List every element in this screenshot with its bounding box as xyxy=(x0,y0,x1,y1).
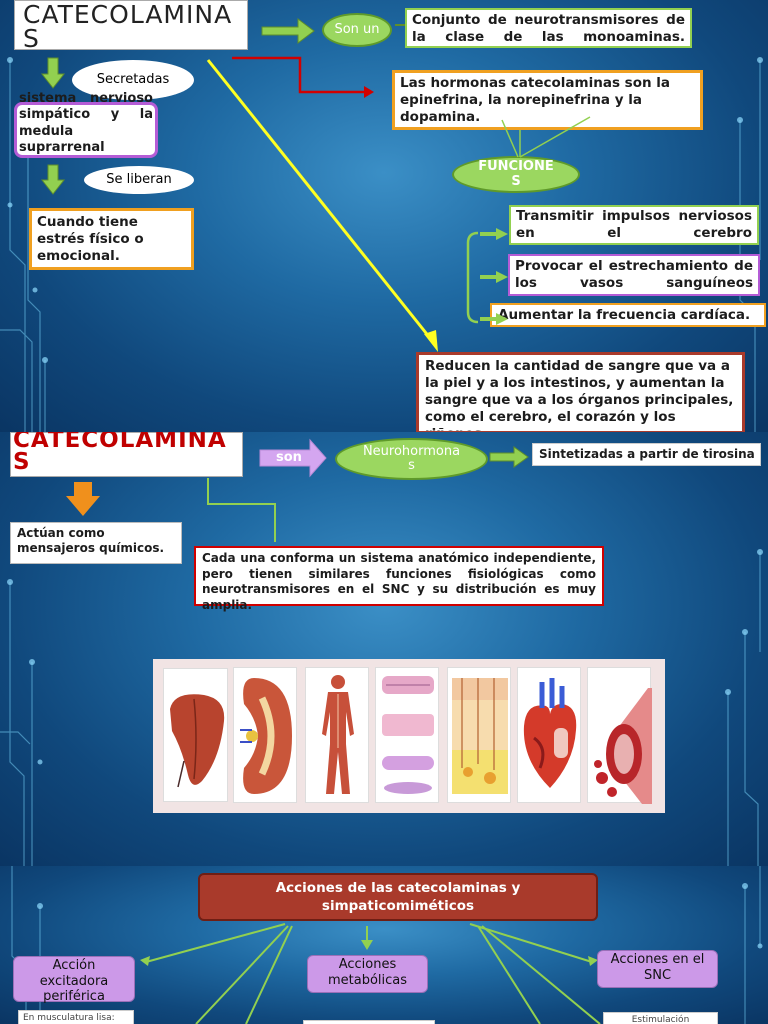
sub-box-estimulacion: Estimulación xyxy=(603,1012,718,1024)
kidney-icon xyxy=(240,678,292,794)
sistema-box: Cada una conforma un sistema anatómico i… xyxy=(194,546,604,612)
son-un-oval: Son un xyxy=(322,13,392,47)
actions-title-box: Acciones de las catecolaminas y simpatic… xyxy=(198,873,598,921)
function-1-box: Transmitir impulsos nerviosos en el cere… xyxy=(509,205,759,245)
mensajeros-box: Actúan como mensajeros químicos. xyxy=(10,522,182,564)
arrow-neuro-to-tirosina xyxy=(489,446,529,468)
source-box: sistema nervioso simpático y la medula s… xyxy=(14,91,158,158)
blood-vessel-icon xyxy=(594,688,652,804)
title-text: CATECOLAMINAS xyxy=(23,0,233,50)
arrow-source-to-se-liberan xyxy=(40,164,66,195)
function-3-box: Aumentar la frecuencia cardíaca. xyxy=(490,303,766,327)
action-snc-box: Acciones en el SNC xyxy=(597,950,718,988)
slide-2: CATECOLAMINAS son Neurohormonas Sintetiz… xyxy=(0,432,768,866)
organ-image-heart xyxy=(517,667,581,803)
title-box: CATECOLAMINAS xyxy=(14,0,248,50)
hormones-box: Las hormonas catecolaminas son la epinef… xyxy=(392,70,703,130)
sub-box-middle xyxy=(303,1020,435,1024)
skin-layers-icon xyxy=(452,678,508,794)
neurohormonas-oval: Neurohormonas xyxy=(335,438,488,480)
orange-down-arrow xyxy=(66,482,100,516)
heart-icon xyxy=(523,678,577,788)
organ-image-muscle-cells xyxy=(375,667,439,803)
definition-box: Conjunto de neurotransmisores de la clas… xyxy=(405,8,692,48)
action-metabolicas-box: Acciones metabólicas xyxy=(307,955,428,993)
organs-image-panel xyxy=(153,659,665,813)
tirosina-box: Sintetizadas a partir de tirosina xyxy=(532,443,761,466)
action-excitadora-box: Acción excitadora periférica xyxy=(13,956,135,1004)
liver-icon xyxy=(170,694,225,788)
secretadas-oval: Secretadas xyxy=(72,60,194,100)
funciones-oval: FUNCIONES xyxy=(452,156,580,193)
organ-image-muscular-system xyxy=(305,667,369,803)
title-box: CATECOLAMINAS xyxy=(10,432,243,477)
organ-image-skin-layers xyxy=(447,667,511,803)
reduce-box: Reducen la cantidad de sangre que va a l… xyxy=(416,352,745,432)
sub-box-musculatura: En musculatura lisa: xyxy=(18,1010,134,1024)
organ-image-kidney xyxy=(233,667,297,803)
slide-3: Acciones de las catecolaminas y simpatic… xyxy=(0,866,768,1024)
functions-bracket xyxy=(466,231,479,324)
arrow-title-to-secretadas xyxy=(40,57,66,89)
organ-image-liver xyxy=(163,668,228,802)
when-box: Cuando tiene estrés físico o emocional. xyxy=(29,208,194,270)
son-label: son xyxy=(276,450,302,465)
function-2-box: Provocar el estrechamiento de los vasos … xyxy=(508,254,760,296)
connector-title-to-sistema xyxy=(207,478,276,542)
arrow-title-to-hormones xyxy=(232,56,365,94)
slide-1: CATECOLAMINAS Son un Conjunto de neurotr… xyxy=(0,0,768,432)
muscular-system-icon xyxy=(322,675,354,794)
organ-image-blood-vessel xyxy=(587,667,652,804)
muscle-cells-icon xyxy=(382,676,434,794)
se-liberan-oval: Se liberan xyxy=(84,166,194,194)
arrow-title-to-son-un xyxy=(261,18,315,44)
